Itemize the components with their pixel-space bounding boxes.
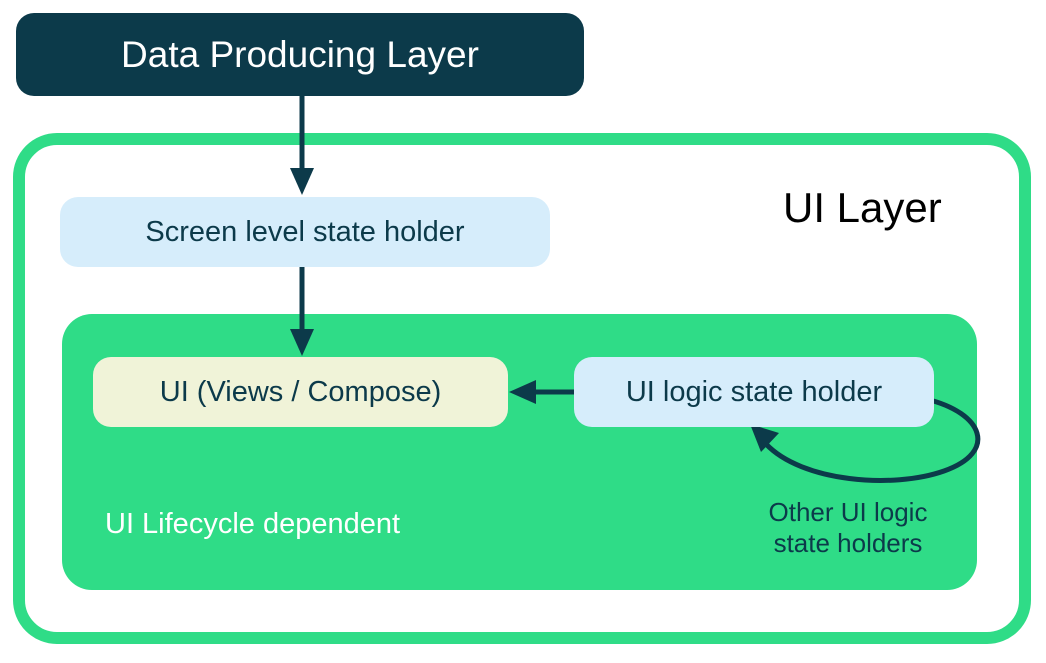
other-ui-logic-note-line1: Other UI logic — [768, 497, 928, 527]
ui-logic-state-holder-label: UI logic state holder — [625, 375, 883, 408]
screen-level-state-holder-box: Screen level state holder — [60, 197, 550, 267]
ui-views-compose-box: UI (Views / Compose) — [93, 357, 508, 427]
other-ui-logic-note-line2: state holders — [773, 528, 923, 558]
ui-logic-state-holder-box: UI logic state holder — [574, 357, 934, 427]
data-producing-layer-label: Data Producing Layer — [121, 33, 479, 75]
data-producing-layer-box: Data Producing Layer — [16, 13, 584, 96]
screen-level-state-holder-label: Screen level state holder — [145, 215, 465, 248]
ui-lifecycle-caption: UI Lifecycle dependent — [105, 508, 401, 540]
ui-views-compose-label: UI (Views / Compose) — [159, 375, 442, 408]
ui-layer-title: UI Layer — [783, 184, 942, 231]
other-ui-logic-state-holders-note: Other UI logic state holders — [748, 497, 948, 559]
